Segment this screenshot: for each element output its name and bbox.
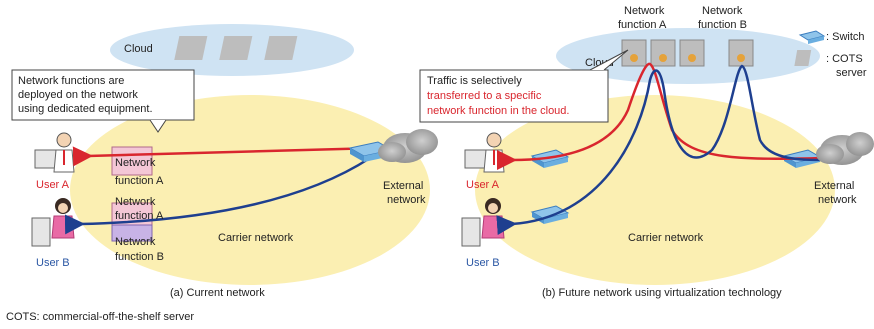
left-callout-line-2: deployed on the network	[18, 89, 138, 101]
right-external-network-cloud	[816, 132, 874, 165]
right-red-traffic-path	[496, 62, 827, 171]
right-blue-traffic-path	[496, 64, 827, 236]
right-switch-user-b	[530, 205, 570, 224]
left-user-b-figure	[31, 198, 75, 247]
right-callout-line-2: transferred to a specific	[427, 90, 542, 102]
right-nf-a-label-1: Network	[624, 5, 665, 17]
legend-cots-server-icon	[794, 50, 812, 66]
legend-cots-label-1: : COTS	[826, 53, 863, 65]
left-nf-b-label-2: function B	[115, 251, 164, 263]
left-red-traffic-path	[72, 146, 379, 167]
legend-switch-icon	[798, 30, 826, 44]
right-carrier-label: Carrier network	[628, 232, 704, 244]
right-external-label-2: network	[818, 194, 857, 206]
right-panel: Cloud Traffic is selectively transferred…	[419, 5, 874, 299]
left-external-network-cloud	[378, 129, 438, 163]
left-panel: Cloud Network functions are deployed on …	[11, 24, 438, 299]
right-cots-server-1	[621, 39, 647, 67]
legend-cots-label-2: server	[836, 67, 867, 79]
left-user-a-figure	[34, 132, 75, 173]
legend-switch-label: : Switch	[826, 31, 865, 43]
right-callout-line-1: Traffic is selectively	[427, 75, 522, 87]
left-nf-a-label-1: Network	[115, 157, 156, 169]
left-callout-pointer	[149, 119, 167, 133]
right-user-a-label: User A	[466, 179, 500, 191]
left-callout-line-1: Network functions are	[18, 75, 124, 87]
left-cots-server-2	[219, 36, 253, 60]
left-carrier-label: Carrier network	[218, 232, 294, 244]
right-cots-server-2	[650, 39, 676, 67]
left-nf-b-box	[111, 224, 153, 242]
right-external-label-1: External	[814, 180, 854, 192]
left-external-label-1: External	[383, 180, 423, 192]
right-nf-b-label-2: function B	[698, 19, 747, 31]
left-nf-a-box	[111, 146, 153, 176]
left-callout-box	[11, 69, 195, 121]
right-callout-pointer	[589, 49, 629, 71]
left-nf-b-label-1: Network	[115, 236, 156, 248]
right-nf-b-label-1: Network	[702, 5, 743, 17]
left-user-a-label: User A	[36, 179, 70, 191]
right-callout-box	[419, 69, 609, 123]
left-nf-a2-label-1: Network	[115, 196, 156, 208]
legend: : Switch : COTS server	[794, 30, 867, 79]
left-external-label-2: network	[387, 194, 426, 206]
right-nf-a-label-2: function A	[618, 19, 667, 31]
right-user-a-figure	[464, 132, 505, 173]
right-cots-server-3	[679, 39, 705, 67]
left-caption: (a) Current network	[170, 287, 265, 299]
left-carrier-network-area	[70, 95, 430, 285]
right-callout-line-3: network function in the cloud.	[427, 105, 569, 117]
left-cloud-label: Cloud	[124, 43, 153, 55]
left-nf-a2-label-2: function A	[115, 210, 164, 222]
footnote: COTS: commercial-off-the-shelf server	[6, 311, 194, 323]
left-callout-line-3: using dedicated equipment.	[18, 103, 153, 115]
left-user-b-label: User B	[36, 257, 70, 269]
left-cots-server-1	[174, 36, 208, 60]
left-nf-a-label-2: function A	[115, 175, 164, 187]
right-user-b-label: User B	[466, 257, 500, 269]
right-carrier-network-area	[475, 95, 835, 285]
left-cots-server-3	[264, 36, 298, 60]
right-caption: (b) Future network using virtualization …	[542, 287, 782, 299]
right-cots-server-4	[728, 39, 754, 67]
left-blue-traffic-path	[64, 156, 371, 235]
